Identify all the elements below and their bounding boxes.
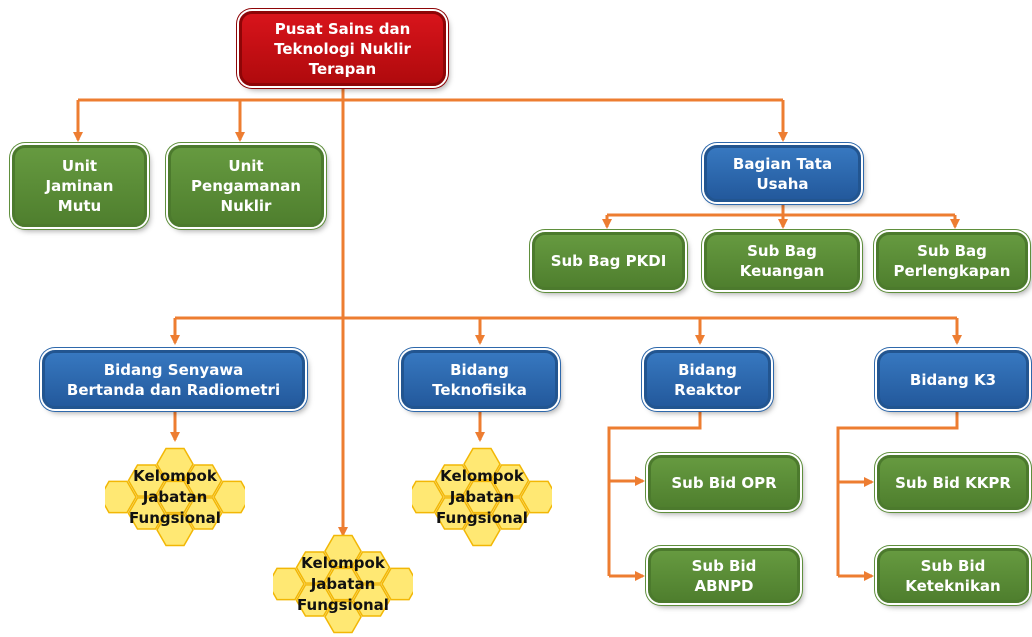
honeycomb-icon bbox=[105, 447, 245, 547]
honeycomb-cell bbox=[324, 534, 362, 568]
honeycomb-cell bbox=[184, 497, 223, 530]
honeycomb-cell bbox=[295, 584, 334, 617]
kjf-label: Kelompok Jabatan Fungsional bbox=[297, 553, 389, 614]
root-node: Pusat Sains dan Teknologi Nuklir Terapan bbox=[239, 11, 446, 86]
honeycomb-cell bbox=[127, 464, 166, 497]
sub-bid-keteknikan: Sub Bid Keteknikan bbox=[877, 548, 1029, 603]
honeycomb-cell bbox=[295, 551, 334, 584]
honeycomb-icon bbox=[273, 534, 413, 634]
bagian-tata-usaha: Bagian Tata Usaha bbox=[704, 145, 861, 202]
honeycomb-icon bbox=[412, 447, 552, 547]
honeycomb-cell bbox=[491, 497, 530, 530]
bidang-senyawa-bertanda: Bidang Senyawa Bertanda dan Radiometri bbox=[42, 350, 305, 409]
honeycomb-cell bbox=[156, 447, 194, 481]
honeycomb-cell bbox=[127, 497, 166, 530]
kelompok-jabatan-fungsional-3: Kelompok Jabatan Fungsional bbox=[412, 443, 552, 551]
honeycomb-cell bbox=[352, 551, 391, 584]
sub-bag-perlengkapan: Sub Bag Perlengkapan bbox=[876, 232, 1028, 290]
honeycomb-cell bbox=[184, 464, 223, 497]
honeycomb-cell bbox=[491, 464, 530, 497]
honeycomb-cell bbox=[324, 600, 362, 634]
kelompok-jabatan-fungsional-1: Kelompok Jabatan Fungsional bbox=[105, 443, 245, 551]
honeycomb-cell bbox=[463, 513, 501, 547]
kelompok-jabatan-fungsional-2: Kelompok Jabatan Fungsional bbox=[273, 534, 413, 634]
bidang-teknofisika: Bidang Teknofisika bbox=[401, 350, 558, 409]
sub-bag-pkdi: Sub Bag PKDI bbox=[532, 232, 685, 290]
unit-pengamanan-nuklir: Unit Pengamanan Nuklir bbox=[168, 145, 324, 227]
honeycomb-cell bbox=[324, 567, 362, 601]
honeycomb-cell bbox=[520, 480, 552, 514]
honeycomb-cell bbox=[273, 567, 305, 601]
bidang-reaktor: Bidang Reaktor bbox=[644, 350, 771, 409]
honeycomb-cell bbox=[352, 584, 391, 617]
k3-branch bbox=[836, 412, 959, 576]
honeycomb-cell bbox=[434, 464, 473, 497]
honeycomb-cell bbox=[463, 480, 501, 514]
unit-jaminan-mutu: Unit Jaminan Mutu bbox=[12, 145, 147, 227]
sub-bid-abnpd: Sub Bid ABNPD bbox=[648, 548, 800, 603]
sub-bid-kkpr: Sub Bid KKPR bbox=[877, 455, 1029, 510]
kjf-label: Kelompok Jabatan Fungsional bbox=[436, 466, 528, 527]
bidang-k3: Bidang K3 bbox=[877, 350, 1029, 409]
kjf-label: Kelompok Jabatan Fungsional bbox=[129, 466, 221, 527]
honeycomb-cell bbox=[156, 513, 194, 547]
honeycomb-cell bbox=[213, 480, 245, 514]
sub-bag-keuangan: Sub Bag Keuangan bbox=[704, 232, 860, 290]
honeycomb-cell bbox=[434, 497, 473, 530]
honeycomb-cell bbox=[463, 447, 501, 481]
honeycomb-cell bbox=[156, 480, 194, 514]
reaktor-branch bbox=[607, 412, 702, 576]
honeycomb-cell bbox=[381, 567, 413, 601]
sub-bid-opr: Sub Bid OPR bbox=[648, 455, 800, 510]
honeycomb-cell bbox=[105, 480, 137, 514]
honeycomb-cell bbox=[412, 480, 444, 514]
